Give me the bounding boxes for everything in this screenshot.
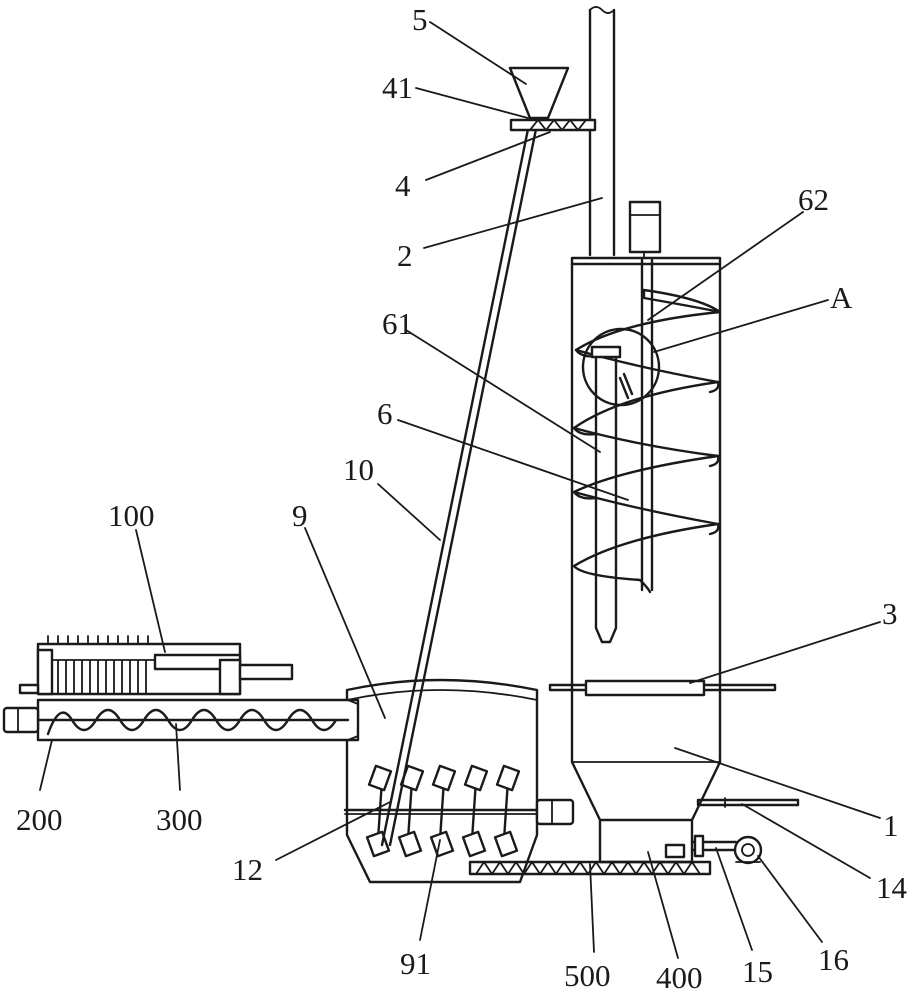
label-5: 5 xyxy=(412,2,428,37)
filter-press xyxy=(18,635,294,696)
reference-labels: 5 41 4 2 62 A 61 6 10 9 100 3 200 300 1 … xyxy=(16,2,908,995)
feed-pipe xyxy=(380,83,547,847)
spiral-assembly xyxy=(572,258,722,644)
tower-motor xyxy=(628,200,662,259)
feed-hopper xyxy=(508,66,597,132)
label-300: 300 xyxy=(156,802,203,837)
label-A: A xyxy=(830,280,853,315)
label-4: 4 xyxy=(395,168,411,203)
label-14: 14 xyxy=(876,870,908,905)
label-200: 200 xyxy=(16,802,63,837)
label-16: 16 xyxy=(818,942,849,977)
label-62: 62 xyxy=(798,182,829,217)
label-9: 9 xyxy=(292,498,308,533)
leader-lines xyxy=(39,21,881,959)
side-pipe xyxy=(696,797,800,808)
label-6: 6 xyxy=(377,396,393,431)
label-2: 2 xyxy=(397,238,413,273)
label-400: 400 xyxy=(656,960,703,995)
label-15: 15 xyxy=(742,954,773,989)
label-41: 41 xyxy=(382,70,413,105)
label-100: 100 xyxy=(108,498,155,533)
label-3: 3 xyxy=(882,596,898,631)
label-91: 91 xyxy=(400,946,431,981)
screw-conveyor-left xyxy=(2,698,360,742)
label-1: 1 xyxy=(883,808,899,843)
label-10: 10 xyxy=(343,452,374,487)
pump xyxy=(664,834,763,865)
exhaust-pipe xyxy=(588,6,616,257)
label-12: 12 xyxy=(232,852,263,887)
label-61: 61 xyxy=(382,306,413,341)
label-500: 500 xyxy=(564,958,611,993)
agitator-blades xyxy=(365,764,521,858)
filter-plate xyxy=(548,679,777,697)
